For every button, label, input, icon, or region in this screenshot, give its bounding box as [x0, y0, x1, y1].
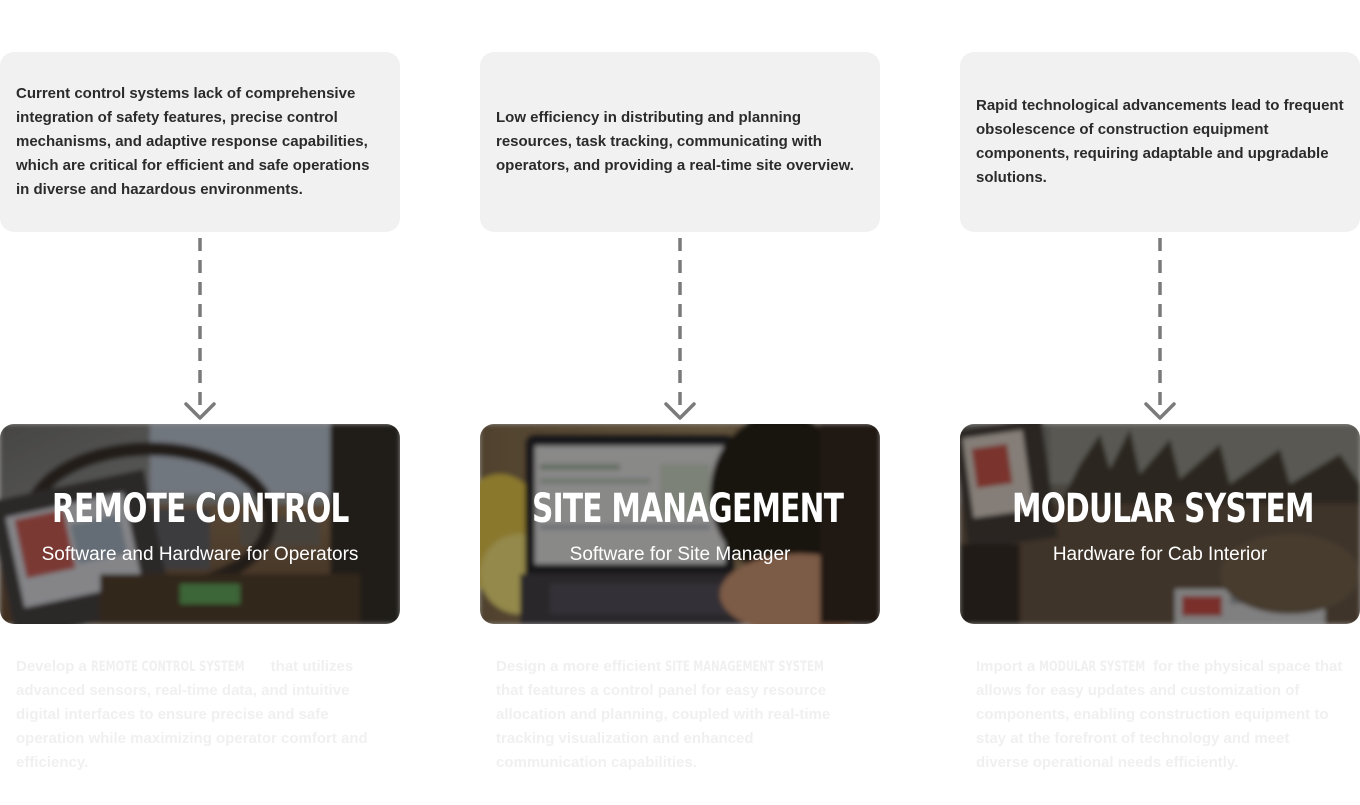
solution-subtitle: Software and Hardware for Operators	[41, 544, 359, 565]
solution-description: Design a more efficient SITE MANAGEMENT …	[496, 655, 866, 775]
solution-subtitle: Hardware for Cab Interior	[1052, 544, 1268, 565]
solution-title: MODULAR SYSTEM	[1012, 486, 1314, 532]
problem-card: Rapid technological advancements lead to…	[960, 52, 1360, 232]
dashed-arrow-down-icon	[664, 238, 696, 420]
description-rest: that utilizes advanced sensors, real-tim…	[16, 658, 368, 771]
dashed-arrow-down-icon	[1144, 238, 1176, 420]
cab-interior-photo	[960, 424, 1360, 624]
description-lead: Develop a	[16, 658, 87, 675]
solution-card-site-management[interactable]: SITE MANAGEMENT Software for Site Manage…	[480, 424, 880, 624]
description-rest: that features a control panel for easy r…	[496, 682, 831, 771]
problem-card: Current control systems lack of comprehe…	[0, 52, 400, 232]
description-rest: for the physical space that allows for e…	[976, 658, 1343, 771]
description-keyword: SITE MANAGEMENT SYSTEM	[665, 659, 825, 675]
solution-card-modular-system[interactable]: MODULAR SYSTEM Hardware for Cab Interior	[960, 424, 1360, 624]
problem-text: Rapid technological advancements lead to…	[976, 97, 1344, 186]
description-keyword: REMOTE CONTROL SYSTEM	[91, 659, 245, 675]
solution-description: Import a MODULAR SYSTEM for the physical…	[976, 655, 1346, 775]
problem-text: Current control systems lack of comprehe…	[16, 85, 370, 198]
dashed-arrow-down-icon	[184, 238, 216, 420]
problem-text: Low efficiency in distributing and plann…	[496, 109, 854, 174]
column-site-management: Low efficiency in distributing and plann…	[480, 0, 880, 805]
column-modular-system: Rapid technological advancements lead to…	[960, 0, 1360, 805]
cab-photo	[0, 424, 400, 624]
solution-title: SITE MANAGEMENT	[532, 486, 844, 532]
description-keyword: MODULAR SYSTEM	[1039, 659, 1146, 675]
solution-description: Develop a REMOTE CONTROL SYSTEM that uti…	[16, 655, 386, 775]
solution-title: REMOTE CONTROL	[52, 486, 349, 532]
photo-overlay	[480, 424, 880, 624]
description-lead: Import a	[976, 658, 1036, 675]
column-remote-control: Current control systems lack of comprehe…	[0, 0, 400, 805]
solution-subtitle: Software for Site Manager	[569, 544, 791, 565]
description-lead: Design a more efficient	[496, 658, 662, 675]
solution-card-remote-control[interactable]: REMOTE CONTROL Software and Hardware for…	[0, 424, 400, 624]
photo-overlay	[0, 424, 400, 624]
laptop-photo	[480, 424, 880, 624]
photo-overlay	[960, 424, 1360, 624]
problem-card: Low efficiency in distributing and plann…	[480, 52, 880, 232]
